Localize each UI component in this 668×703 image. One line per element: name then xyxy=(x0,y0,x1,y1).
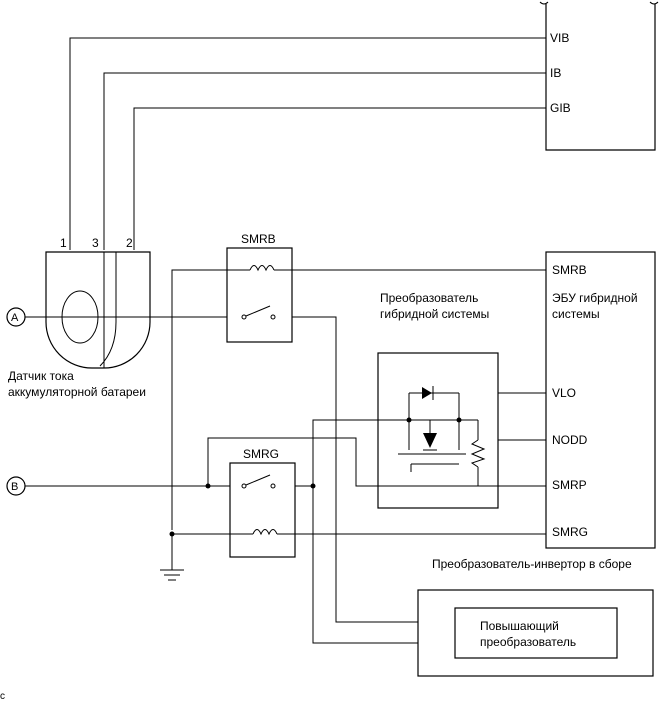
sensor-pin-2: 2 xyxy=(126,236,133,250)
wire-vib xyxy=(69,37,546,250)
converter-block xyxy=(377,352,546,509)
connector-a: A xyxy=(6,307,26,327)
ecu-pin-smrp: SMRP xyxy=(552,478,587,492)
wire-a-out xyxy=(273,316,455,623)
pin-ib-label: IB xyxy=(550,66,561,80)
boost-label-line1: Повышающий xyxy=(480,619,559,633)
sensor-pin-3: 3 xyxy=(92,236,99,250)
pin-gib-label: GIB xyxy=(550,101,571,115)
corner-mark: c xyxy=(0,691,5,702)
wire-ib xyxy=(103,72,546,250)
ecu-title-line2: системы xyxy=(552,307,600,321)
boost-label-line2: преобразователь xyxy=(480,635,576,649)
smrg-relay: SMRG xyxy=(229,447,296,558)
sensor-label-line2: аккумуляторной батареи xyxy=(8,385,146,399)
hybrid-ecu: SMRB ЭБУ гибридной системы VLO NODD SMRP… xyxy=(545,251,656,549)
smrb-relay: SMRB xyxy=(226,232,293,343)
wire-gib xyxy=(133,107,546,250)
wire-smrb-coil xyxy=(171,269,250,530)
inverter-assembly-label: Преобразователь-инвертор в сборе xyxy=(432,557,632,571)
smrg-relay-label: SMRG xyxy=(243,447,279,461)
ecu-pin-vlo: VLO xyxy=(552,386,576,400)
converter-label-line1: Преобразователь xyxy=(380,291,478,305)
smrb-relay-label: SMRB xyxy=(241,232,276,246)
ecu-pin-nodd: NODD xyxy=(552,433,588,447)
ecu-pin-smrg: SMRG xyxy=(552,525,588,539)
wire-converter-feed xyxy=(312,419,380,486)
connector-a-label: A xyxy=(11,312,19,324)
sensor-pin-1: 1 xyxy=(60,236,67,250)
connector-b: B xyxy=(6,476,26,496)
sensor-label-line1: Датчик тока xyxy=(8,369,74,383)
boost-converter: Повышающий преобразователь xyxy=(417,589,654,677)
ecu-connector-top: VIB IB GIB xyxy=(539,1,659,151)
converter-label-line2: гибридной системы xyxy=(380,307,489,321)
ground-symbol xyxy=(160,534,184,581)
pin-vib-label: VIB xyxy=(550,31,569,45)
connector-b-label: B xyxy=(11,481,18,493)
ecu-pin-smrb: SMRB xyxy=(552,263,587,277)
wire-smrp xyxy=(207,437,546,487)
ecu-title-line1: ЭБУ гибридной xyxy=(552,291,638,305)
